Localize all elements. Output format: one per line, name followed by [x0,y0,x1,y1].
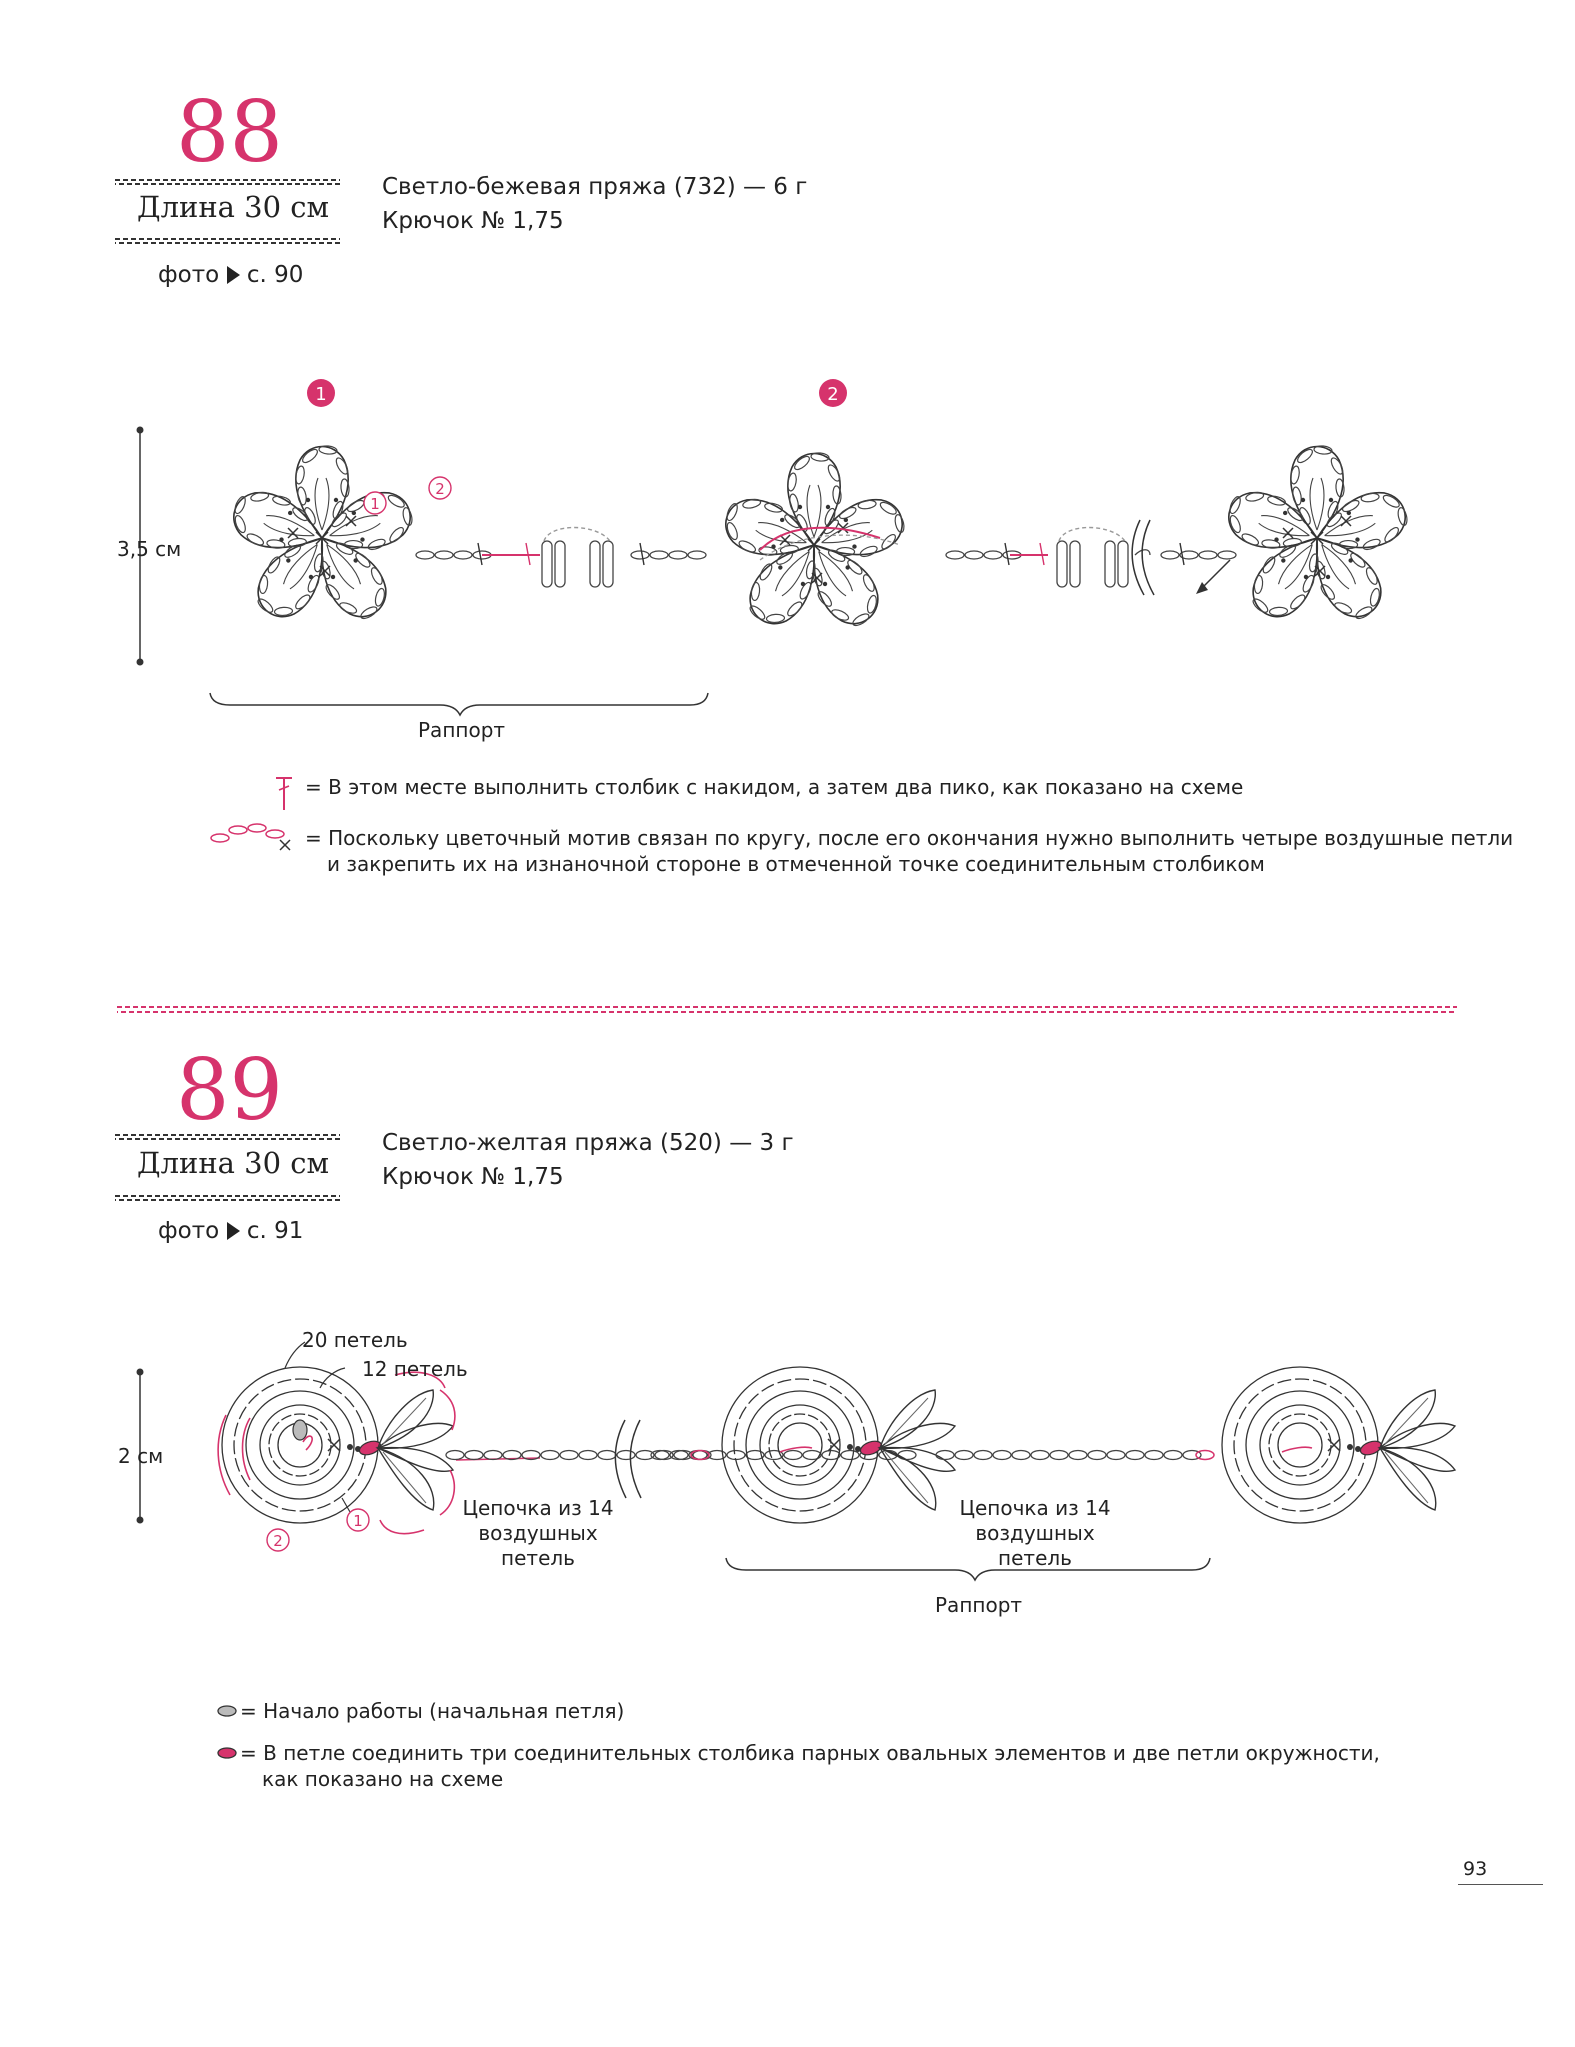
treble-picot-symbol-icon [276,777,292,810]
yarn-spec: Светло-желтая пряжа (520) — 3 г Крючок №… [382,1126,794,1194]
legend-item: = Поскольку цветочный мотив связан по кр… [305,826,1514,876]
repeat-brace [209,692,709,717]
dotted-divider [115,1134,340,1140]
svg-text:1: 1 [370,495,380,513]
round-marker-2: 2 [266,1528,290,1552]
dotted-divider [115,179,340,185]
photo-reference: фото с. 90 [158,262,304,288]
svg-text:2: 2 [273,1532,283,1550]
svg-text:2: 2 [827,384,838,405]
height-scale [136,426,144,666]
hook-text: Крючок № 1,75 [382,1164,564,1190]
page-number-rule [1458,1884,1543,1885]
hook-text: Крючок № 1,75 [382,208,564,234]
height-label: 2 см [118,1444,164,1468]
play-triangle-icon [226,1222,240,1240]
dotted-divider [115,1195,340,1201]
repeat-label: Раппорт [935,1593,1023,1617]
legend-item: = В этом месте выполнить столбик с накид… [305,775,1244,799]
pattern-number: 88 [176,83,283,181]
ring-motif [1221,1366,1379,1524]
height-scale [136,1368,144,1524]
svg-text:1: 1 [353,1512,363,1530]
chain-label: Цепочка из 14 воздушных петель [959,1496,1111,1570]
repeat-brace [725,1557,1211,1582]
flower-motif [717,452,911,636]
chain-label: Цепочка из 14 воздушных петель [462,1496,614,1570]
start-loop-icon [217,1705,237,1717]
circle-chain-diagram: 1 2 [136,1341,1456,1582]
page-number: 93 [1463,1858,1488,1880]
repeat-label: Раппорт [418,718,506,742]
round-marker-1: 1 [341,1497,370,1532]
chain-connector [945,519,1237,596]
leaf-motif [1379,1389,1456,1511]
leaf-motif [377,1389,454,1511]
break-mark [614,1419,642,1499]
svg-text:1: 1 [315,384,326,405]
flower-motif [225,445,419,629]
play-triangle-icon [226,266,240,284]
round-marker-1: 1 [363,491,387,515]
flower-chain-diagram: 1 2 1 2 [136,379,1575,717]
yarn-text: Светло-желтая пряжа (520) — 3 г [382,1130,794,1156]
section-divider [117,1006,1457,1013]
chain-connector [415,526,901,588]
pattern-number: 89 [176,1041,283,1139]
dotted-divider [115,238,340,244]
chain-loop-symbol-icon [210,823,291,851]
ring-motif [721,1366,879,1524]
legend-item: = Начало работы (начальная петля) [240,1699,625,1723]
flower-motif [1220,445,1414,629]
chain-14 [445,1449,712,1461]
inner-loop-count: 12 петель [362,1357,468,1381]
join-point-icon [217,1747,237,1759]
height-label: 3,5 см [117,537,182,561]
chain-14 [935,1449,1202,1461]
step-badge-2: 2 [819,379,847,407]
length-label: Длина 30 см [137,1146,330,1180]
outer-loop-count: 20 петель [302,1328,408,1352]
ring-motif [221,1366,379,1524]
start-loop-icon [292,1419,308,1441]
round-marker-2: 2 [428,476,452,500]
yarn-spec: Светло-бежевая пряжа (732) — 6 г Крючок … [382,170,807,238]
yarn-text: Светло-бежевая пряжа (732) — 6 г [382,174,808,200]
length-label: Длина 30 см [137,190,330,224]
svg-text:2: 2 [435,480,445,498]
legend-item: = В петле соединить три соединительных с… [240,1741,1380,1791]
step-badge-1: 1 [307,379,335,407]
join-point-icon [358,1440,382,1456]
photo-reference: фото с. 91 [158,1218,304,1244]
